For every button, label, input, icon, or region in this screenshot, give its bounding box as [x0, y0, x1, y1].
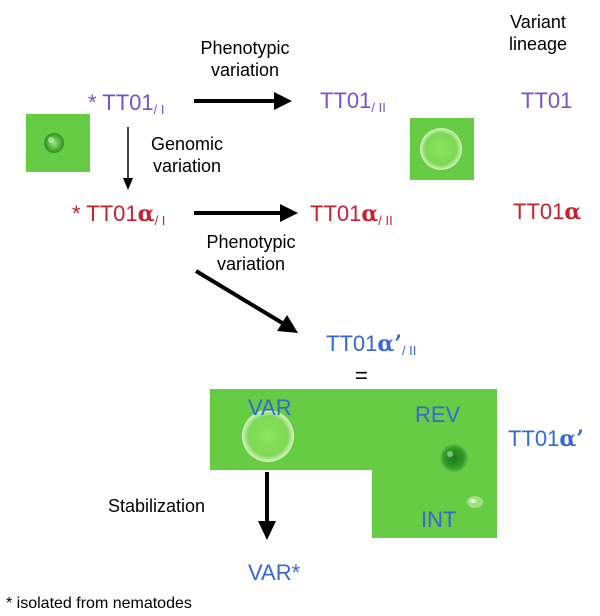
- strain-name: TT01: [86, 201, 138, 226]
- phenotypic-variation-label-diagonal: Phenotypic variation: [206, 232, 296, 274]
- phase-subscript: / I: [154, 213, 166, 228]
- alpha-prime-symbol: α’: [377, 331, 402, 357]
- footnote: * isolated from nematodes: [6, 595, 192, 612]
- phase-subscript: / I: [153, 102, 165, 117]
- phase-subscript: / II: [378, 213, 393, 228]
- var-label: VAR: [248, 395, 292, 420]
- arrow-row2: [194, 204, 298, 222]
- phenotypic-variation-label-top: Phenotypic variation: [200, 38, 290, 80]
- large-colony: [420, 128, 462, 170]
- phase-subscript: / II: [401, 343, 417, 358]
- strain-name: TT01: [320, 88, 372, 113]
- small-colony: [44, 133, 64, 153]
- arrow-stabilization: [258, 472, 276, 540]
- arrow-genomic: [123, 127, 133, 190]
- rev-colony: [440, 444, 468, 472]
- tt01-alpha-phase-one-label: * TT01α/ I: [72, 201, 166, 228]
- isolate-star: *: [72, 201, 81, 226]
- arrow-phenotypic-row1: [194, 92, 292, 110]
- arrow-phenotypic-diagonal: [194, 269, 298, 333]
- lineage-tt01-alpha: TT01α: [513, 199, 582, 225]
- tt01-phase-two-label: TT01/ II: [320, 88, 386, 115]
- alpha-prime-symbol: α’: [559, 426, 584, 452]
- genomic-variation-label: Genomic variation: [150, 134, 224, 176]
- tt01-alpha-prime-phase-two-label: TT01α’/ II: [326, 331, 417, 358]
- rev-label: REV: [415, 402, 461, 427]
- var-star-label: VAR*: [248, 560, 301, 585]
- strain-name: TT01: [513, 199, 565, 224]
- lineage-tt01: TT01: [521, 88, 573, 113]
- lineage-tt01-alpha-prime: TT01α’: [508, 426, 584, 452]
- strain-name: TT01: [310, 201, 362, 226]
- variant-lineage-header: Variant lineage: [508, 12, 568, 54]
- equals-sign: =: [355, 363, 368, 388]
- stabilization-label: Stabilization: [108, 496, 206, 516]
- isolate-star: *: [88, 90, 97, 115]
- strain-name: TT01: [326, 331, 378, 356]
- tt01-alpha-phase-two-label: TT01α/ II: [310, 201, 393, 228]
- phase-subscript: / II: [371, 100, 386, 115]
- strain-name: TT01: [508, 426, 560, 451]
- tt01-phase-one-label: * TT01/ I: [88, 90, 165, 117]
- alpha-symbol: α: [137, 201, 155, 227]
- strain-name: TT01: [102, 90, 154, 115]
- alpha-symbol: α: [361, 201, 379, 227]
- alpha-symbol: α: [564, 199, 582, 225]
- int-label: INT: [421, 507, 457, 532]
- var-colony: [242, 410, 294, 462]
